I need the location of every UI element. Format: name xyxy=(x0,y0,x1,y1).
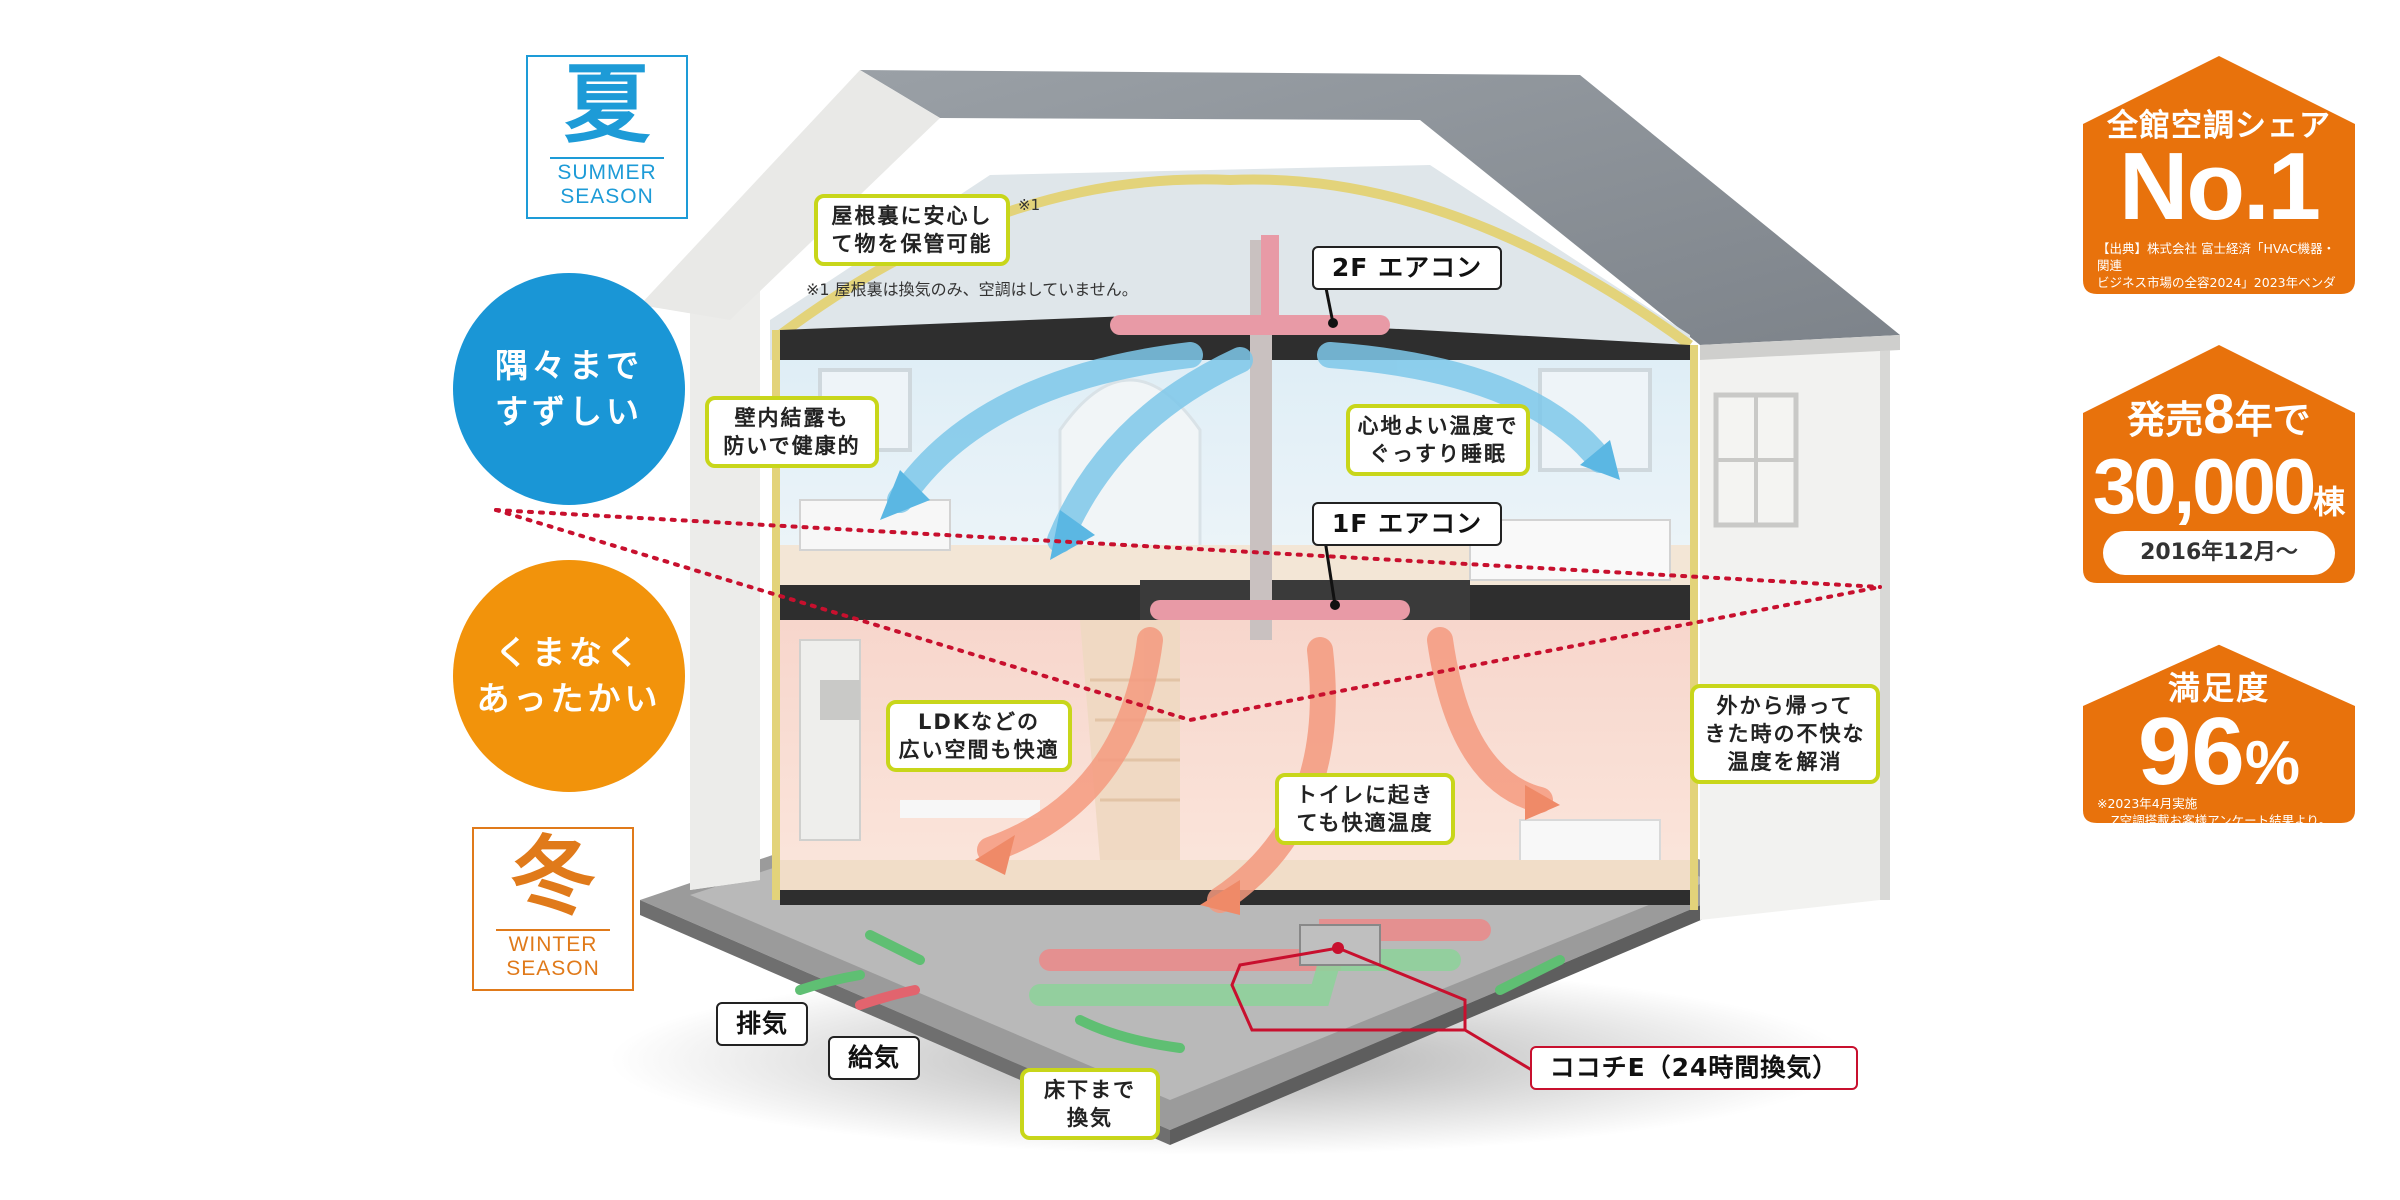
ldk-line2: 広い空間も快適 xyxy=(898,738,1060,762)
satisfaction-value-line: 96% xyxy=(2083,697,2355,819)
satisfaction-percent: % xyxy=(2244,729,2300,798)
winter-english-1: WINTER xyxy=(508,933,598,956)
badge-shape-3 xyxy=(2083,644,2355,823)
satisfaction-note: ※2023年4月実施 Z空調搭載お客様アンケート結果より。 xyxy=(2097,795,2347,829)
season-divider-line xyxy=(494,508,1882,589)
return-line2: きた時の不快な xyxy=(1704,722,1866,746)
summer-english-1: SUMMER xyxy=(557,161,657,184)
underfloor-ventilation-callout: 床下まで 換気 xyxy=(1020,1068,1160,1140)
share-source-2: ビジネス市場の全容2024」2023年ベンダー xyxy=(2097,275,2336,307)
sleep-line1: 心地よい温度で xyxy=(1357,414,1519,438)
sales-since-pill: 2016年12月～ xyxy=(2103,531,2335,575)
sales-30000-badge: 発売8年で 30,000棟 2016年12月～ xyxy=(2083,343,2355,583)
toilet-comfort-callout: トイレに起き ても快適温度 xyxy=(1275,773,1455,845)
sales-count-line: 30,000棟 xyxy=(2083,441,2355,532)
sales-count: 30,000 xyxy=(2092,442,2317,530)
cool-air-arrows xyxy=(887,342,1613,553)
attic-floor xyxy=(780,316,1690,360)
attic-mark: ※1 xyxy=(1018,196,1041,214)
winter-kanji: 冬 xyxy=(510,826,596,927)
satisfaction-note-2: Z空調搭載お客様アンケート結果より。 xyxy=(2111,813,2332,828)
winter-english-2: SEASON xyxy=(506,957,600,980)
attic-line1: 屋根裏に安心し xyxy=(831,204,993,228)
sales-prefix: 発売 xyxy=(2127,398,2204,442)
underfloor-duct-green xyxy=(1029,949,1461,1006)
sales-years: 8 xyxy=(2203,382,2235,445)
sound-sleep-callout: 心地よい温度で ぐっすり睡眠 xyxy=(1346,404,1530,476)
ventilation-arrows xyxy=(795,930,1565,1053)
winter-rule xyxy=(496,929,610,931)
badge-shape-2 xyxy=(2083,345,2355,583)
condensation-line2: 防いで健康的 xyxy=(723,434,861,458)
share-source: 【出典】株式会社 富士経済「HVAC機器・関連 ビジネス市場の全容2024」20… xyxy=(2097,240,2345,325)
share-source-1: 【出典】株式会社 富士経済「HVAC機器・関連 xyxy=(2097,241,2336,273)
badge-shape-1 xyxy=(2083,56,2355,294)
attic-footnote: ※1 屋根裏は換気のみ、空調はしていません。 xyxy=(806,280,1138,299)
warm-circle-line2: あったかい xyxy=(476,679,662,718)
warm-everywhere-circle: くまなくあったかい xyxy=(453,560,685,792)
toilet-line1: トイレに起き xyxy=(1296,783,1434,807)
satisfaction-heading: 満足度 xyxy=(2167,669,2270,707)
return-line1: 外から帰って xyxy=(1716,694,1854,718)
warm-circle-line1: くまなく xyxy=(495,633,643,672)
winter-season-box: 冬 WINTER SEASON xyxy=(472,827,634,991)
return-line3: 温度を解消 xyxy=(1727,750,1843,774)
summer-english-2: SEASON xyxy=(560,185,654,208)
share-heading: 全館空調シェア xyxy=(2107,108,2331,144)
cool-circle-line1: 隅々まで xyxy=(495,346,643,385)
vertical-duct xyxy=(1250,240,1272,640)
underfloor-line1: 床下まで xyxy=(1044,1078,1136,1102)
attic-line2: て物を保管可能 xyxy=(831,232,993,256)
summer-rule xyxy=(550,157,664,159)
toilet-line2: ても快適温度 xyxy=(1296,811,1434,835)
roof xyxy=(860,70,1900,345)
underfloor-line2: 換気 xyxy=(1067,1106,1113,1130)
ldk-comfort-callout: LDKなどの 広い空間も快適 xyxy=(886,700,1072,772)
cool-circle-line2: すずしい xyxy=(495,392,643,431)
supply-label: 給気 xyxy=(828,1036,920,1080)
satisfaction-note-1: ※2023年4月実施 xyxy=(2097,796,2198,811)
share-no1-badge: 全館空調シェア No.1 【出典】株式会社 富士経済「HVAC機器・関連 ビジネ… xyxy=(2083,54,2355,324)
return-home-callout: 外から帰って きた時の不快な 温度を解消 xyxy=(1690,684,1880,784)
satisfaction-value: 96 xyxy=(2138,698,2245,805)
wall-condensation-callout: 壁内結露も 防いで健康的 xyxy=(705,396,879,468)
cocochi-pointer xyxy=(1230,946,1467,1032)
ldk-line1: LDKなどの xyxy=(917,710,1041,734)
summer-kanji: 夏 xyxy=(564,54,650,155)
cool-everywhere-circle: 隅々まですずしい xyxy=(453,273,685,505)
exhaust-label: 排気 xyxy=(716,1002,808,1046)
cocochi-e-label: ココチE（24時間換気） xyxy=(1530,1046,1858,1090)
sales-suffix: 年で xyxy=(2234,398,2311,442)
sleep-line2: ぐっすり睡眠 xyxy=(1369,442,1507,466)
ac-1f-label: 1F エアコン xyxy=(1312,502,1502,546)
ac-2f-label: 2F エアコン xyxy=(1312,246,1502,290)
attic-storage-callout: 屋根裏に安心し て物を保管可能 xyxy=(814,194,1010,266)
satisfaction-badge: 満足度 96% ※2023年4月実施 Z空調搭載お客様アンケート結果より。 xyxy=(2083,644,2355,843)
summer-season-box: 夏 SUMMER SEASON xyxy=(526,55,688,219)
condensation-line1: 壁内結露も xyxy=(734,406,850,430)
sales-unit: 棟 xyxy=(2313,484,2346,520)
sales-years-line: 発売8年で xyxy=(2083,381,2355,446)
share-no1: No.1 xyxy=(2118,133,2321,240)
share-source-3: シェア 棟全体を空調可能なシステムとして xyxy=(2097,309,2338,324)
